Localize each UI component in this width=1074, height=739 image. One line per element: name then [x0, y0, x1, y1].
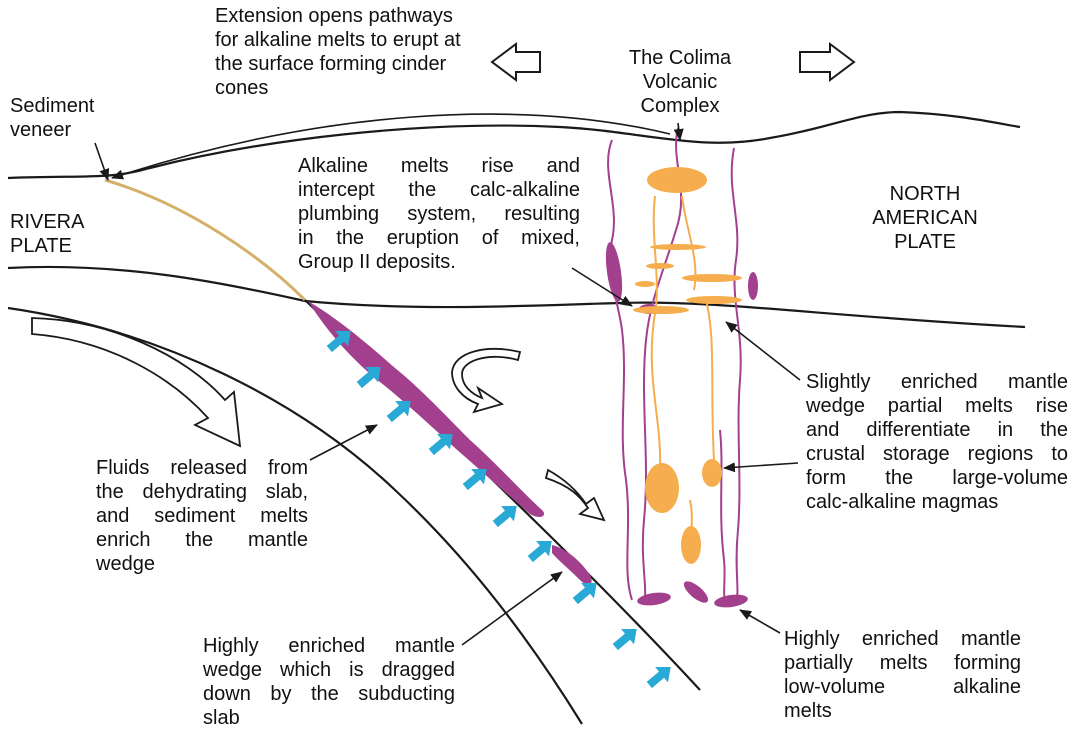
highly-enriched-dragged-label: Highly enriched mantle wedge which is dr… [203, 634, 455, 730]
north-american-plate-label: NORTH AMERICAN PLATE [850, 182, 1000, 254]
mantle-flow-arrow-icon [452, 349, 520, 412]
moho-line [8, 267, 1025, 327]
enriched-mantle-blob-1 [552, 545, 592, 585]
melt-channels [608, 128, 741, 604]
alkaline-rise-label: Alkaline melts rise and intercept the ca… [298, 154, 580, 274]
fluids-label: Fluids released from the dehydrating sla… [96, 456, 308, 576]
sediment-veneer-label: Sediment veneer [10, 94, 95, 142]
extension-label: Extension opens pathways for alkaline me… [215, 4, 461, 100]
rivera-plate-label: RIVERA PLATE [10, 210, 84, 258]
fluid-arrow-icon [609, 621, 643, 654]
slightly-enriched-label: Slightly enriched mantle wedge partial m… [806, 370, 1068, 514]
mantle-flow-arrow-icon [546, 470, 604, 520]
extension-arrow-right-icon [800, 44, 854, 80]
extension-arrow-left-icon [492, 44, 540, 80]
highly-enriched-melts-label: Highly enriched mantle partially melts f… [784, 627, 1021, 723]
volcano-label: The Colima Volcanic Complex [610, 46, 750, 118]
fluid-arrow-icon [643, 659, 677, 692]
